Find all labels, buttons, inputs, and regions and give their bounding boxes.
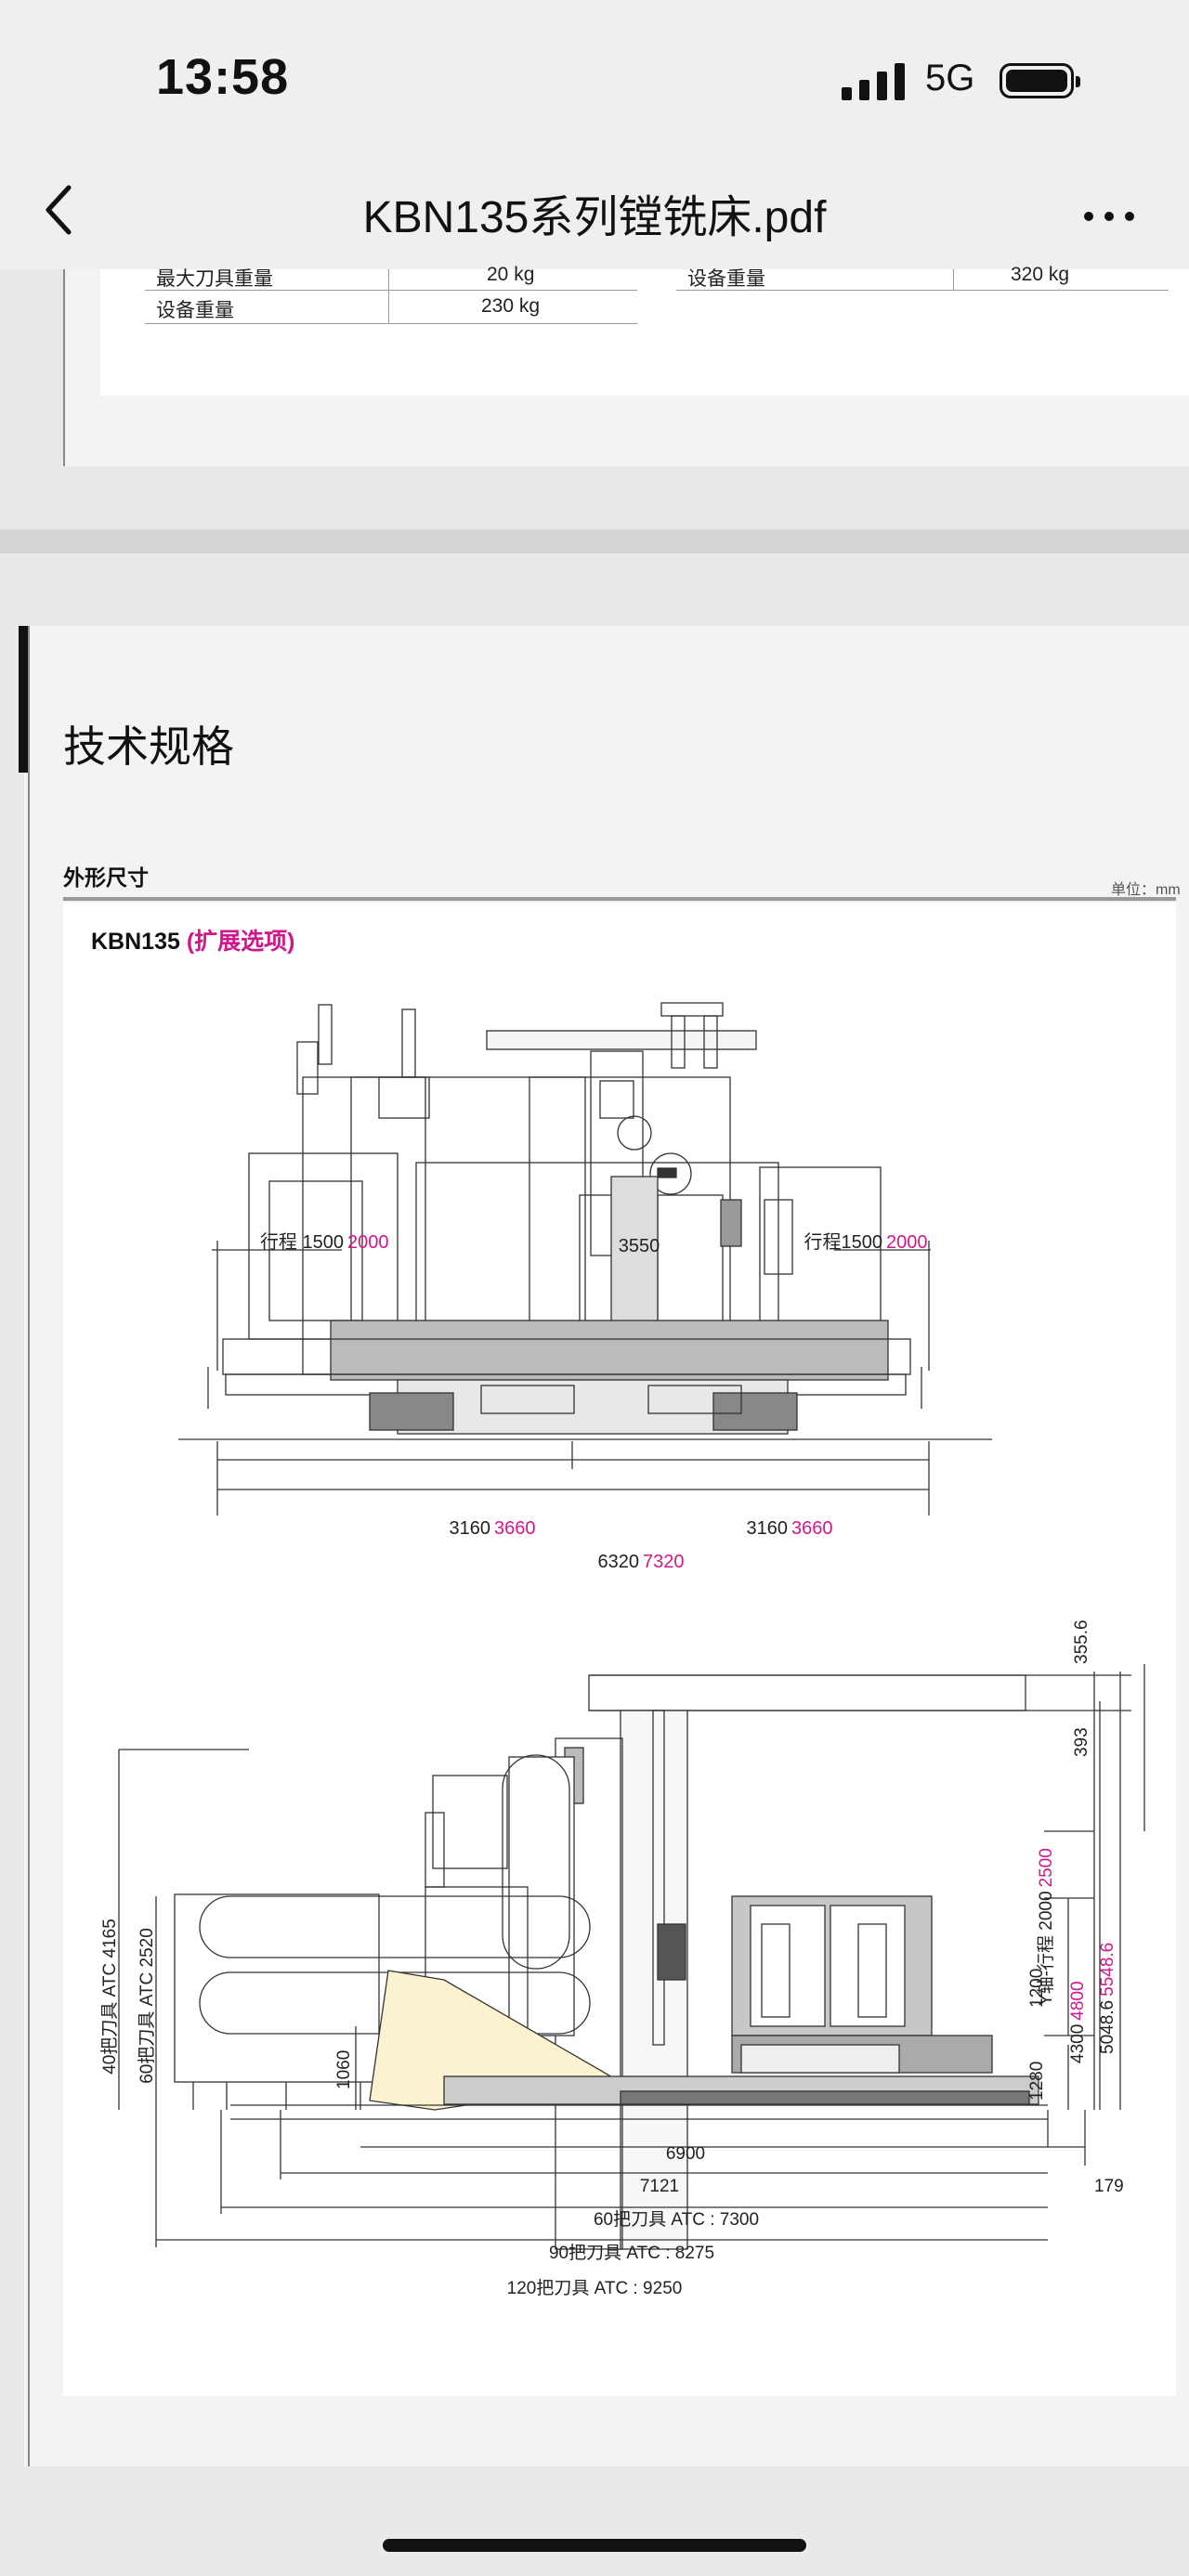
cellular-signal-icon [842,63,905,100]
section-accent-bar [19,626,28,773]
atc60-length-label: 60把刀具 ATC : 7300 [594,2209,759,2230]
battery-icon [1000,63,1080,98]
dim-1280: 1280 [1027,2062,1047,2101]
half-left-label: 3160 [450,1518,491,1539]
dim-393: 393 [1072,1727,1091,1757]
half-right-ext: 3660 [791,1518,833,1539]
spec-label: 设备重量 [156,300,234,321]
atc-chain-vertical [502,1754,570,1970]
model-title: KBN135 (扩展选项) [91,929,295,955]
dim-1200: 1200 [1027,1969,1047,2008]
network-type: 5G [925,58,975,98]
spec-value: 320 kg [1011,264,1070,285]
center-width-label: 3550 [619,1236,660,1256]
dim-6900: 6900 [666,2144,705,2164]
divider [63,897,1176,901]
total-width-label: 6320 [598,1552,640,1572]
status-bar: 13:58 5G [0,0,1189,149]
page-separator [0,529,1189,553]
total-width-ext: 7320 [643,1552,685,1572]
height-5048: 5048.65548.6 [1098,1943,1117,2054]
spec-label: 设备重量 [687,268,765,290]
subsection-heading: 外形尺寸 [63,865,149,890]
spec-table: 最大刀具重量 20 kg 设备重量 230 kg 设备重量 320 kg [100,264,1189,396]
chevron-left-icon[interactable] [41,182,97,238]
status-time: 13:58 [156,49,290,105]
dimension-drawing: KBN135 (扩展选项) [63,903,1176,2396]
travel-left-label: 行程 1500 [260,1231,344,1253]
y-travel-label: Y轴-行程 20002500 [1036,1848,1056,2006]
front-column-top [296,1041,319,1095]
more-horizontal-icon[interactable] [1081,186,1137,237]
dim-179: 179 [1094,2177,1124,2196]
spec-value: 20 kg [487,264,535,285]
height-4300: 43004800 [1068,1981,1088,2063]
atc120-length-label: 120把刀具 ATC : 9250 [507,2278,683,2298]
spec-value: 230 kg [481,295,541,317]
dim-355: 355.6 [1072,1620,1091,1664]
half-right-label: 3160 [747,1518,789,1539]
travel-right-ext: 2000 [886,1232,928,1253]
spec-label: 最大刀具重量 [156,268,273,290]
unit-label: 单位：mm [1111,882,1181,898]
pdf-page-1: 最大刀具重量 20 kg 设备重量 230 kg 设备重量 320 kg [63,264,1189,466]
atc40-height-label: 40把刀具 ATC 4165 [99,1919,120,2075]
travel-right-label: 行程1500 [804,1231,883,1253]
model-option: (扩展选项) [186,929,295,955]
travel-left-ext: 2000 [347,1232,389,1253]
nav-bar: KBN135系列镗铣床.pdf [0,149,1189,269]
document-title: KBN135系列镗铣床.pdf [362,193,827,242]
home-indicator[interactable] [383,2539,806,2552]
section-heading: 技术规格 [63,722,234,771]
machine-drawings: 行程 1500 2000 3550 行程1500 2000 3160 3660 … [99,1002,1145,2298]
atc90-length-label: 90把刀具 ATC : 8275 [549,2243,714,2263]
dim-1060: 1060 [334,2050,354,2089]
half-left-ext: 3660 [494,1518,536,1539]
atc60-height-label: 60把刀具 ATC 2520 [137,1928,157,2084]
dim-7121: 7121 [640,2177,679,2196]
